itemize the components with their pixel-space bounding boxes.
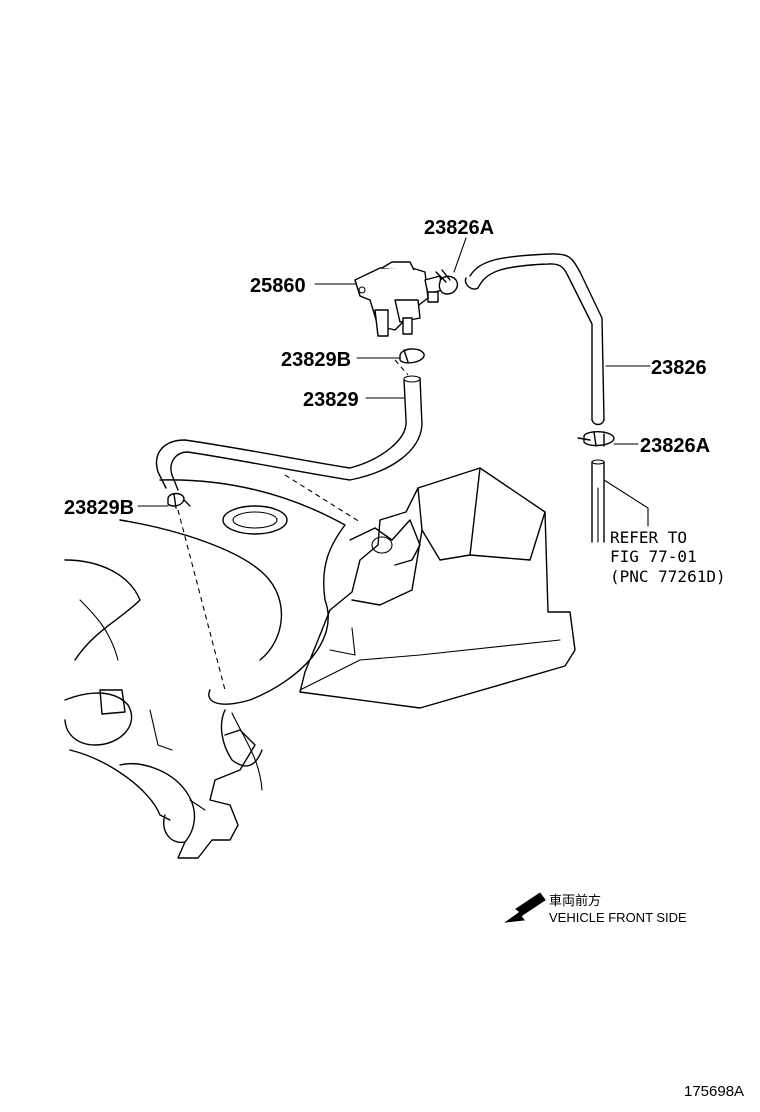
clamp-23829b-upper-part	[399, 348, 425, 364]
refer-line-3: (PNC 77261D)	[610, 567, 726, 586]
clamp-23829b-lower-part	[167, 492, 191, 509]
figure-id: 175698A	[684, 1083, 744, 1100]
clamp-23826a-top-part	[435, 269, 459, 295]
purge-valve-part	[354, 261, 443, 337]
leader-refer	[603, 479, 649, 527]
canister-pipe-stub	[591, 459, 605, 543]
label-25860: 25860	[250, 275, 306, 297]
hose-23826-part	[464, 253, 605, 426]
direction-japanese: 車両前方	[549, 893, 601, 908]
dashed-guide-right	[284, 474, 361, 523]
leader-23826a-top	[453, 237, 467, 273]
vehicle-front-arrow-icon	[504, 892, 546, 923]
clamp-23826a-right-part	[577, 431, 615, 447]
label-23829: 23829	[303, 389, 359, 411]
direction-english: VEHICLE FRONT SIDE	[549, 910, 687, 925]
label-23826: 23826	[651, 357, 707, 379]
dashed-guide-left	[177, 509, 226, 691]
label-23829b-upper: 23829B	[281, 349, 351, 371]
refer-line-1: REFER TO	[610, 528, 687, 547]
dashed-guide-valve	[394, 359, 409, 376]
label-23826a-right: 23826A	[640, 435, 710, 457]
engine-outline	[64, 467, 576, 859]
label-23826a-top: 23826A	[424, 217, 494, 239]
refer-line-2: FIG 77-01	[610, 547, 697, 566]
hose-23829-part	[155, 375, 423, 491]
label-23829b-lower: 23829B	[64, 497, 134, 519]
